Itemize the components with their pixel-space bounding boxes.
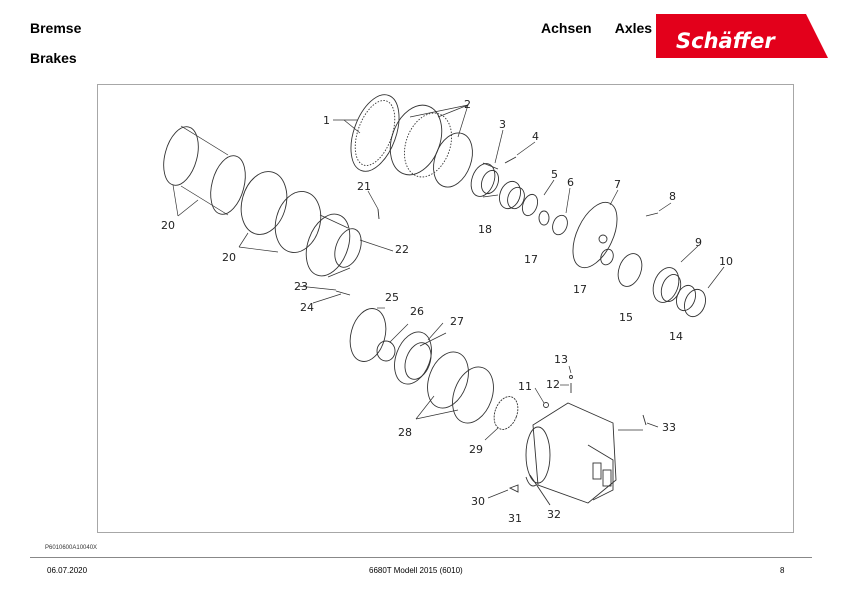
callout-26: 26 (410, 305, 424, 318)
callout-21: 21 (357, 180, 371, 193)
section-label: Achsen Axles (541, 20, 653, 36)
callout-29: 29 (469, 443, 483, 456)
callout-8: 8 (669, 190, 676, 203)
callout-31: 31 (508, 512, 522, 525)
footer-date: 06.07.2020 (47, 566, 88, 575)
callout-11: 11 (518, 380, 532, 393)
callout-20-a: 20 (161, 219, 175, 232)
callout-25: 25 (385, 291, 399, 304)
page-title-german: Bremse (30, 20, 82, 36)
callout-27: 27 (450, 315, 464, 328)
svg-text:Schäffer: Schäffer (676, 29, 776, 53)
leader-lines (172, 104, 725, 499)
page-number: 8 (780, 566, 785, 575)
diagram-parts (163, 94, 706, 506)
callout-12: 12 (546, 378, 560, 391)
callout-33: 33 (662, 421, 676, 434)
page-title-english: Brakes (30, 50, 77, 66)
callout-14: 14 (669, 330, 683, 343)
callout-3: 3 (499, 118, 506, 131)
callout-28: 28 (398, 426, 412, 439)
callout-10: 10 (719, 255, 733, 268)
callout-9: 9 (695, 236, 702, 249)
schaffer-logo: Schäffer (656, 14, 828, 60)
callout-17-b: 17 (573, 283, 587, 296)
callout-13: 13 (554, 353, 568, 366)
callout-2: 2 (464, 98, 471, 111)
callout-24: 24 (300, 301, 314, 314)
callout-4: 4 (532, 130, 539, 143)
callout-6: 6 (567, 176, 574, 189)
callout-17-a: 17 (524, 253, 538, 266)
footer-model: 6680T Modell 2015 (6010) (369, 566, 463, 575)
callout-30: 30 (471, 495, 485, 508)
callout-1: 1 (323, 114, 330, 127)
footer-divider (30, 557, 812, 558)
document-code: P6010600A10040X (45, 545, 98, 551)
callout-7: 7 (614, 178, 621, 191)
callout-labels: 1 2 3 4 5 6 7 8 9 10 11 12 13 14 15 17 1… (161, 98, 733, 525)
exploded-parts-diagram: 1 2 3 4 5 6 7 8 9 10 11 12 13 14 15 17 1… (97, 84, 794, 533)
callout-23: 23 (294, 280, 308, 293)
callout-22: 22 (395, 243, 409, 256)
callout-15: 15 (619, 311, 633, 324)
callout-32: 32 (547, 508, 561, 521)
callout-18: 18 (478, 223, 492, 236)
callout-20-b: 20 (222, 251, 236, 264)
callout-5: 5 (551, 168, 558, 181)
